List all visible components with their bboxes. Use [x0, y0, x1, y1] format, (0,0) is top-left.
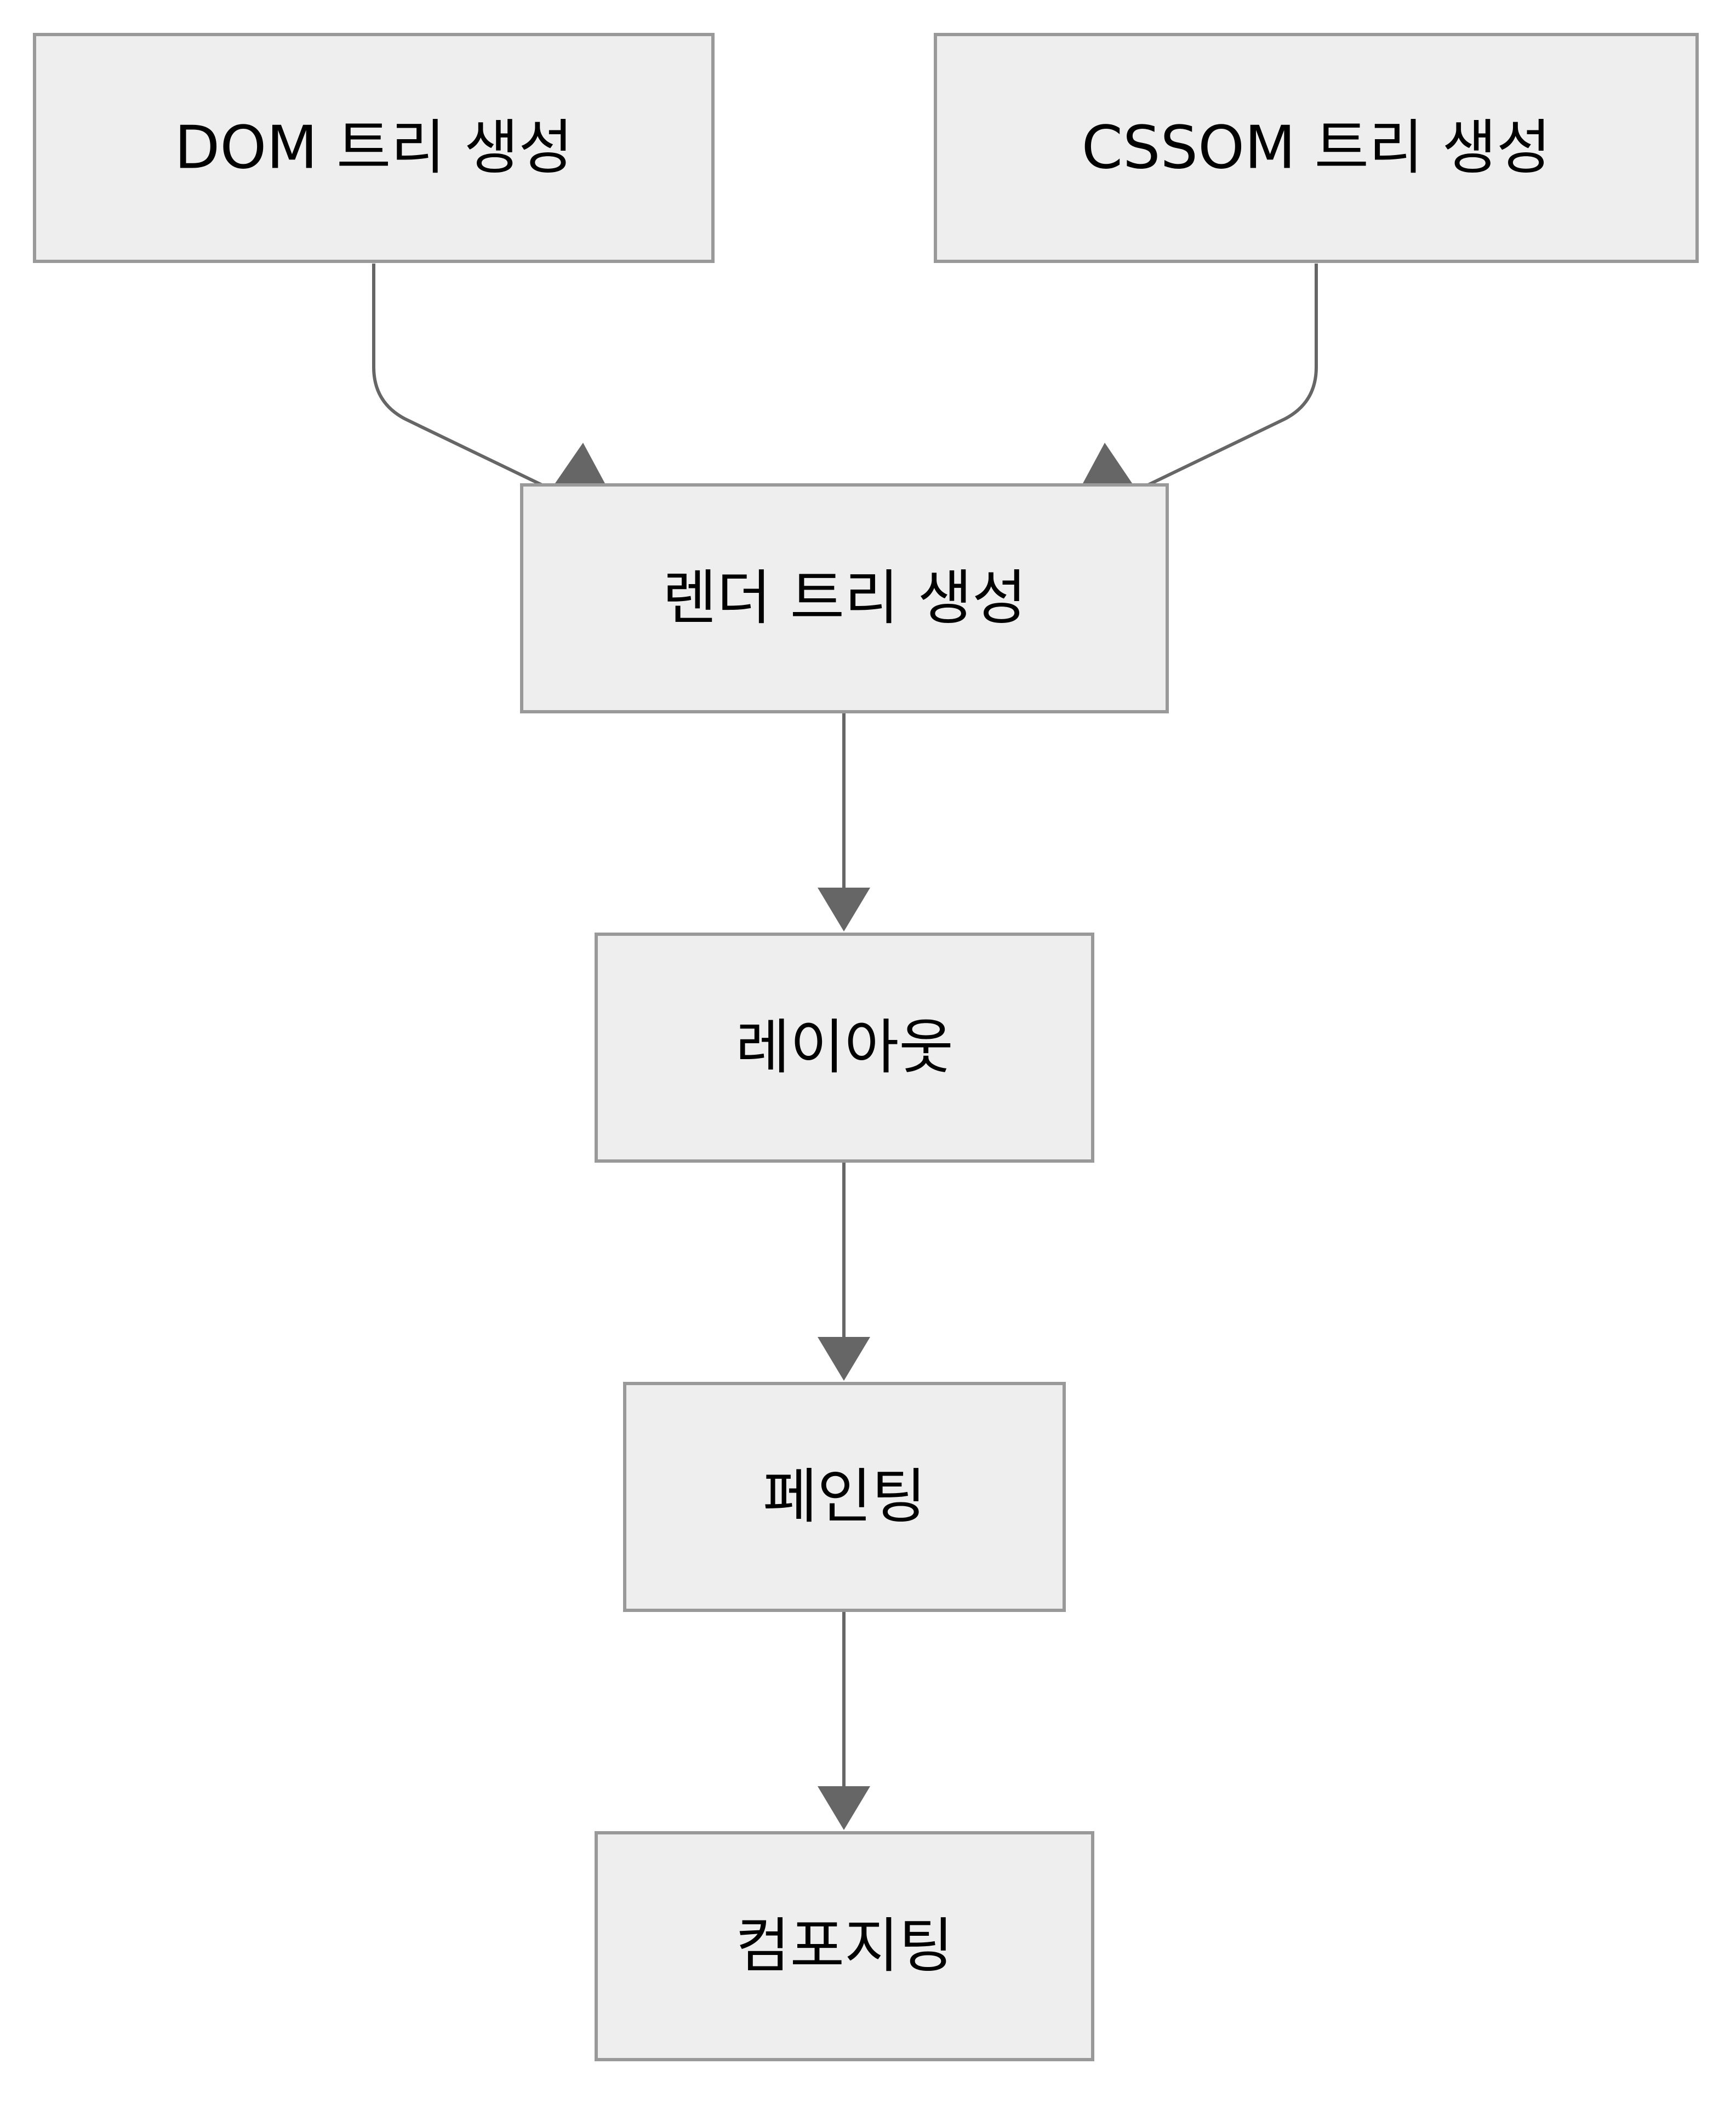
node-cssom-label: CSSOM 트리 생성: [1082, 114, 1551, 182]
node-paint-label: 페인팅: [763, 1463, 926, 1531]
node-composite-box: [595, 1831, 1094, 2061]
node-paint: 페인팅: [623, 1382, 1066, 1612]
edge-cssom-to-render: [1130, 264, 1318, 495]
node-cssom: CSSOM 트리 생성: [934, 33, 1699, 263]
node-layout: 레이아웃: [595, 933, 1094, 1163]
node-layout-box: [595, 933, 1094, 1163]
arrowhead-paint-to-composite: [818, 1786, 870, 1830]
node-dom-box: [33, 33, 715, 263]
node-render: 렌더 트리 생성: [520, 483, 1169, 713]
node-paint-box: [623, 1382, 1066, 1612]
edges: [372, 264, 1318, 1830]
node-dom-label: DOM 트리 생성: [174, 114, 573, 182]
node-layout-label: 레이아웃: [735, 1014, 953, 1082]
node-render-label: 렌더 트리 생성: [663, 564, 1027, 633]
node-composite-label: 컴포지팅: [735, 1912, 953, 1981]
arrowhead-cssom-to-render: [1082, 443, 1132, 485]
arrowhead-dom-to-render: [555, 443, 606, 485]
arrowhead-layout-to-paint: [818, 1337, 870, 1381]
edge-dom-to-render: [372, 264, 560, 495]
node-composite: 컴포지팅: [595, 1831, 1094, 2061]
node-dom: DOM 트리 생성: [33, 33, 715, 263]
node-render-box: [520, 483, 1169, 713]
arrowhead-render-to-layout: [818, 888, 870, 931]
node-cssom-box: [934, 33, 1699, 263]
